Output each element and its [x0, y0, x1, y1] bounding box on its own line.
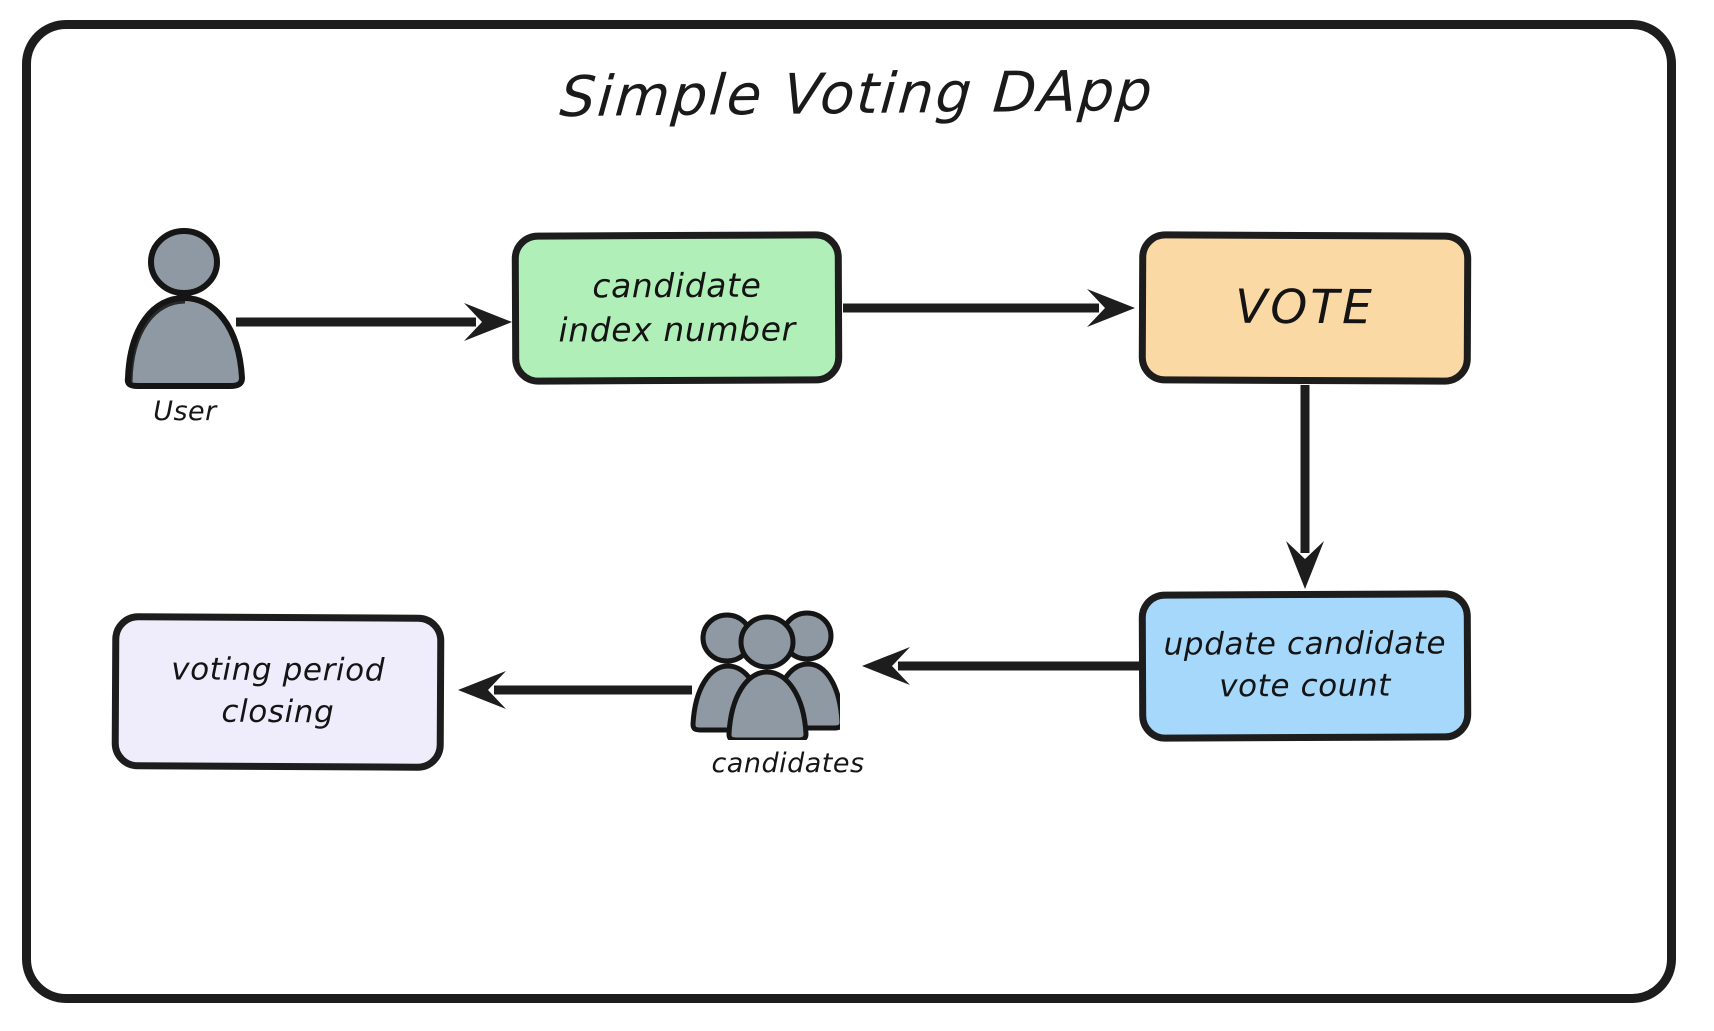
node-voting-closing-line-2: closing [221, 693, 335, 731]
user-icon [124, 228, 245, 389]
node-voting-closing[interactable]: voting period closing [111, 613, 445, 771]
candidates-icon [690, 610, 840, 740]
node-update-count[interactable]: update candidate vote count [1138, 590, 1472, 742]
node-candidate-index[interactable]: candidate index number [511, 231, 843, 385]
node-vote[interactable]: VOTE [1138, 231, 1472, 385]
node-candidate-index-line-2: index number [558, 309, 796, 350]
node-update-count-line-2: vote count [1219, 667, 1392, 705]
node-candidate-index-line-1: candidate [592, 265, 762, 306]
node-vote-label: VOTE [1235, 279, 1375, 335]
user-caption: User [153, 396, 217, 427]
node-update-count-line-1: update candidate [1163, 625, 1447, 664]
node-voting-closing-line-1: voting period [171, 651, 386, 690]
candidates-caption: candidates [711, 748, 865, 779]
diagram-outer-frame [22, 20, 1676, 1003]
